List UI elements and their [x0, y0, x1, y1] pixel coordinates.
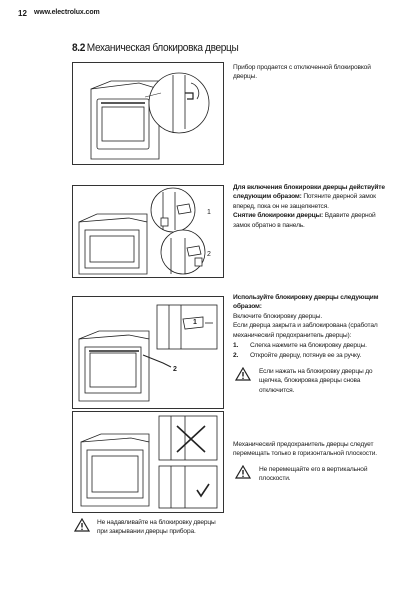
- text-block-enable-disable: Для включения блокировки дверцы действуй…: [233, 183, 393, 230]
- figure-oven-lock-closeup: [72, 62, 224, 165]
- section-title-text: Механическая блокировка дверцы: [86, 42, 239, 54]
- usage-line-1: Включите блокировку дверцы.: [233, 312, 323, 320]
- lock-closeup-drawing: [148, 72, 210, 134]
- step-text: Откройте дверцу, потянув ее за ручку.: [250, 352, 362, 360]
- oven-drawing: [78, 330, 150, 402]
- text-block-horizontal: Механический предохранитель дверцы следу…: [233, 440, 393, 484]
- warning-note: Если нажать на блокировку дверцы до щелч…: [233, 366, 393, 395]
- section-number: 8.2: [72, 42, 85, 54]
- usage-line-2: Если дверца закрыта и заблокирована (сра…: [233, 322, 378, 339]
- step-number: 1.: [233, 342, 239, 350]
- figure-horizontal-only: [72, 411, 224, 513]
- lock-icon: [160, 217, 169, 227]
- lock-detail-right: [158, 465, 218, 509]
- figure-use-lock: 1 2: [72, 296, 224, 409]
- warning-triangle-icon: [234, 464, 253, 482]
- figure-label-2: 2: [207, 251, 211, 258]
- lock-closeup-drawing: [156, 304, 218, 350]
- warning-triangle-icon: [73, 517, 91, 537]
- horizontal-text: Механический предохранитель дверцы следу…: [233, 441, 377, 458]
- enable-label: Для включения блокировки дверцы действуй…: [233, 184, 385, 201]
- usage-step: 1. Слегка нажмите на блокировку дверцы.: [233, 341, 393, 350]
- website-url: www.electrolux.com: [34, 9, 100, 16]
- unlock-icon: [194, 257, 203, 267]
- page-number: 12: [18, 9, 27, 18]
- usage-step: 2. Откройте дверцу, потянув ее за ручку.: [233, 351, 393, 360]
- warning-text: Если нажать на блокировку дверцы до щелч…: [259, 367, 373, 394]
- warning-text: Не перемещайте его в вертикальной плоско…: [259, 465, 368, 483]
- step-text: Слегка нажмите на блокировку дверцы.: [250, 342, 367, 350]
- disable-text: Вдавите дверной замок обратно в панель.: [233, 212, 376, 229]
- lock-detail-wrong: [158, 415, 218, 461]
- disable-label: Снятие блокировки дверцы:: [233, 212, 324, 220]
- usage-heading: Используйте блокировку дверцы следующим …: [233, 294, 379, 311]
- figure-label-2: 2: [173, 366, 177, 373]
- warning-triangle-icon: [234, 366, 253, 384]
- step-number: 2.: [233, 352, 239, 360]
- figure-enable-lock: 1 2: [72, 185, 224, 278]
- text-block-factory-state: Прибор продается с отключенной блокировк…: [233, 63, 393, 82]
- factory-state-text: Прибор продается с отключенной блокировк…: [233, 64, 371, 81]
- text-block-usage: Используйте блокировку дверцы следующим …: [233, 293, 393, 395]
- oven-drawing: [90, 80, 160, 160]
- lock-detail-top: [150, 187, 196, 233]
- bottom-warning-note: Не надавливайте на блокировку дверцы при…: [73, 517, 224, 537]
- oven-drawing: [78, 213, 148, 275]
- lock-detail-bottom: [160, 229, 206, 275]
- warning-note: Не перемещайте его в вертикальной плоско…: [233, 464, 393, 484]
- enable-text: Потяните дверной замок вперед, пока он н…: [233, 193, 376, 210]
- bottom-warning-text: Не надавливайте на блокировку дверцы при…: [97, 519, 216, 536]
- figure-label-1: 1: [193, 319, 197, 326]
- figure-label-1: 1: [207, 209, 211, 216]
- oven-drawing: [80, 433, 150, 507]
